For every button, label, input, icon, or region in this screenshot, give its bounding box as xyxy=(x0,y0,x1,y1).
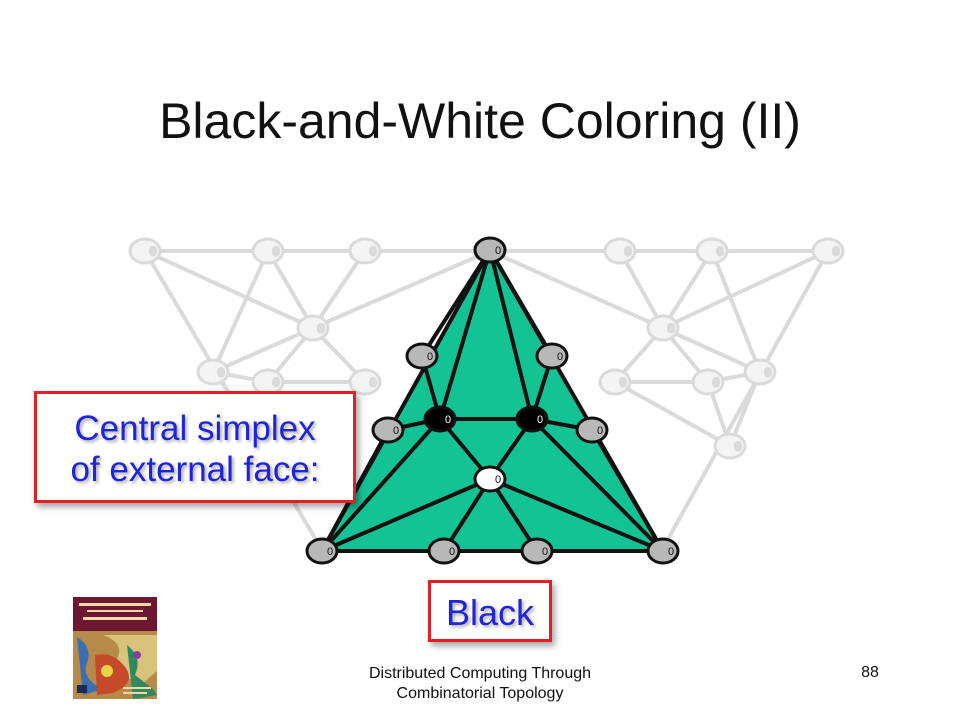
gray-vertex: 0 xyxy=(371,416,405,444)
background-vertex: 0 xyxy=(348,237,382,265)
vertex-label: 0 xyxy=(370,246,376,258)
vertex-label: 0 xyxy=(495,474,501,486)
vertex-label: 0 xyxy=(668,546,674,558)
vertex-label: 0 xyxy=(625,246,631,258)
vertex-label: 0 xyxy=(542,546,548,558)
vertex-label: 0 xyxy=(393,425,399,437)
gray-vertex: 0 xyxy=(405,342,439,370)
vertex-label: 0 xyxy=(597,425,603,437)
gray-vertex: 0 xyxy=(473,236,507,264)
background-vertex: 0 xyxy=(128,237,162,265)
vertex-label: 0 xyxy=(150,246,156,258)
background-vertex: 0 xyxy=(296,314,330,342)
vertex-label: 0 xyxy=(273,377,279,389)
slide-title: Black-and-White Coloring (II) xyxy=(159,93,801,149)
vertex-label: 0 xyxy=(495,245,501,257)
background-vertex: 0 xyxy=(691,368,725,396)
vertex-label: 0 xyxy=(273,246,279,258)
footer-line2: Combinatorial Topology xyxy=(396,685,564,702)
central-triangulation-vertices: 0 0 0 0 0 0 0 0 0 0 0 0 xyxy=(305,236,680,565)
background-vertex: 0 xyxy=(603,237,637,265)
background-vertex: 0 xyxy=(646,314,680,342)
background-vertex: 0 xyxy=(251,368,285,396)
vertex-label: 0 xyxy=(445,414,451,426)
vertex-label: 0 xyxy=(668,323,674,335)
page-number: 88 xyxy=(861,664,879,681)
gray-vertex: 0 xyxy=(520,537,554,565)
callout-central-simplex: Central simplex of external face: xyxy=(34,391,356,503)
gray-vertex: 0 xyxy=(646,537,680,565)
vertex-label: 0 xyxy=(318,323,324,335)
gray-vertex: 0 xyxy=(535,342,569,370)
vertex-label: 0 xyxy=(449,546,455,558)
footer-line1: Distributed Computing Through xyxy=(368,665,592,682)
footer-book-title: Distributed Computing Through Combinator… xyxy=(330,664,630,704)
vertex-label: 0 xyxy=(557,351,563,363)
vertex-label: 0 xyxy=(370,377,376,389)
background-vertex: 0 xyxy=(695,237,729,265)
vertex-label: 0 xyxy=(735,441,741,453)
vertex-label: 0 xyxy=(327,546,333,558)
background-vertices: 0 0 0 0 0 0 0 0 0 0 0 0 0 0 0 xyxy=(128,237,845,460)
background-vertex: 0 xyxy=(713,432,747,460)
callout-central-line1: Central simplex xyxy=(74,409,316,448)
background-vertex: 0 xyxy=(196,358,230,386)
vertex-label: 0 xyxy=(537,414,543,426)
black-vertex: 0 xyxy=(423,405,457,433)
white-vertex: 0 xyxy=(473,465,507,493)
gray-vertex: 0 xyxy=(305,537,339,565)
background-vertex: 0 xyxy=(743,358,777,386)
gray-vertex: 0 xyxy=(575,416,609,444)
background-vertex: 0 xyxy=(598,368,632,396)
vertex-label: 0 xyxy=(833,246,839,258)
background-vertex: 0 xyxy=(811,237,845,265)
gray-vertex: 0 xyxy=(427,537,461,565)
background-vertex: 0 xyxy=(348,368,382,396)
background-vertex: 0 xyxy=(251,237,285,265)
callout-black: Black xyxy=(428,580,552,642)
vertex-label: 0 xyxy=(765,367,771,379)
book-cover-icon xyxy=(73,597,157,699)
external-face-triangle xyxy=(318,245,667,553)
callout-central-line2: of external face: xyxy=(70,450,320,489)
vertex-label: 0 xyxy=(620,377,626,389)
vertex-label: 0 xyxy=(218,367,224,379)
vertex-label: 0 xyxy=(427,351,433,363)
vertex-label: 0 xyxy=(717,246,723,258)
black-vertex: 0 xyxy=(515,405,549,433)
vertex-label: 0 xyxy=(713,377,719,389)
